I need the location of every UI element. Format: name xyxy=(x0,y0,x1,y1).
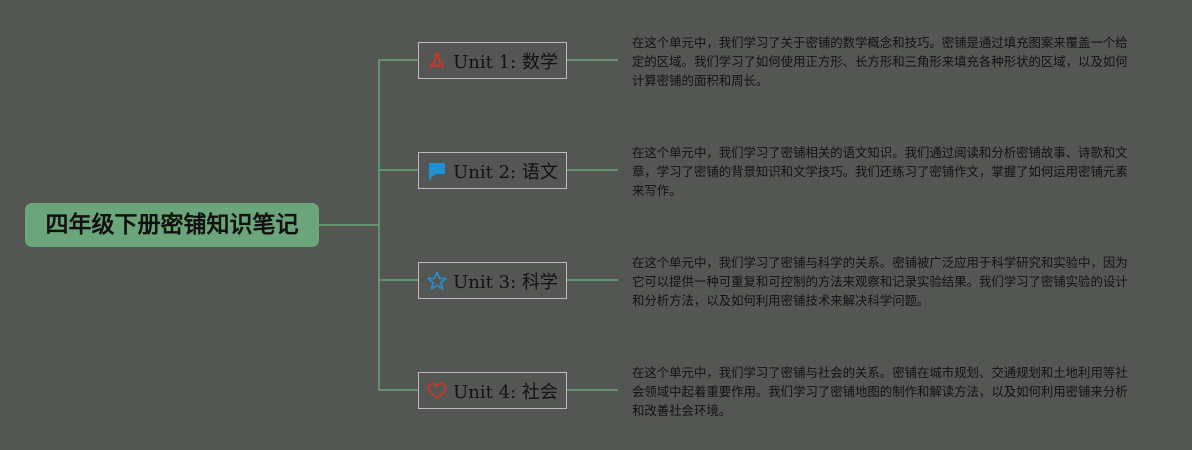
description-unit-4: 在这个单元中，我们学习了密铺与社会的关系。密铺在城市规划、交通规划和土地利用等社… xyxy=(632,365,1128,418)
compass-icon xyxy=(427,51,447,71)
root-topic[interactable]: 四年级下册密铺知识笔记 xyxy=(25,203,319,247)
description-unit-1: 在这个单元中，我们学习了关于密铺的数学概念和技巧。密铺是通过填充图案来覆盖一个给… xyxy=(632,35,1128,88)
flag-icon xyxy=(427,161,447,181)
branch-unit-2[interactable]: Unit 2: 语文 xyxy=(418,152,567,189)
branch-label-unit-3: Unit 3: 科学 xyxy=(453,271,558,293)
star-icon xyxy=(427,271,447,291)
heart-icon xyxy=(427,381,447,401)
branch-unit-3[interactable]: Unit 3: 科学 xyxy=(418,262,567,299)
branch-label-unit-4: Unit 4: 社会 xyxy=(453,381,558,403)
branch-unit-4[interactable]: Unit 4: 社会 xyxy=(418,372,567,409)
branch-label-unit-1: Unit 1: 数学 xyxy=(453,51,558,73)
description-unit-3: 在这个单元中，我们学习了密铺与科学的关系。密铺被广泛应用于科学研究和实验中，因为… xyxy=(632,255,1128,308)
branch-label-unit-2: Unit 2: 语文 xyxy=(453,161,558,183)
description-unit-2: 在这个单元中，我们学习了密铺相关的语文知识。我们通过阅读和分析密铺故事、诗歌和文… xyxy=(632,145,1128,198)
branch-unit-1[interactable]: Unit 1: 数学 xyxy=(418,42,567,79)
